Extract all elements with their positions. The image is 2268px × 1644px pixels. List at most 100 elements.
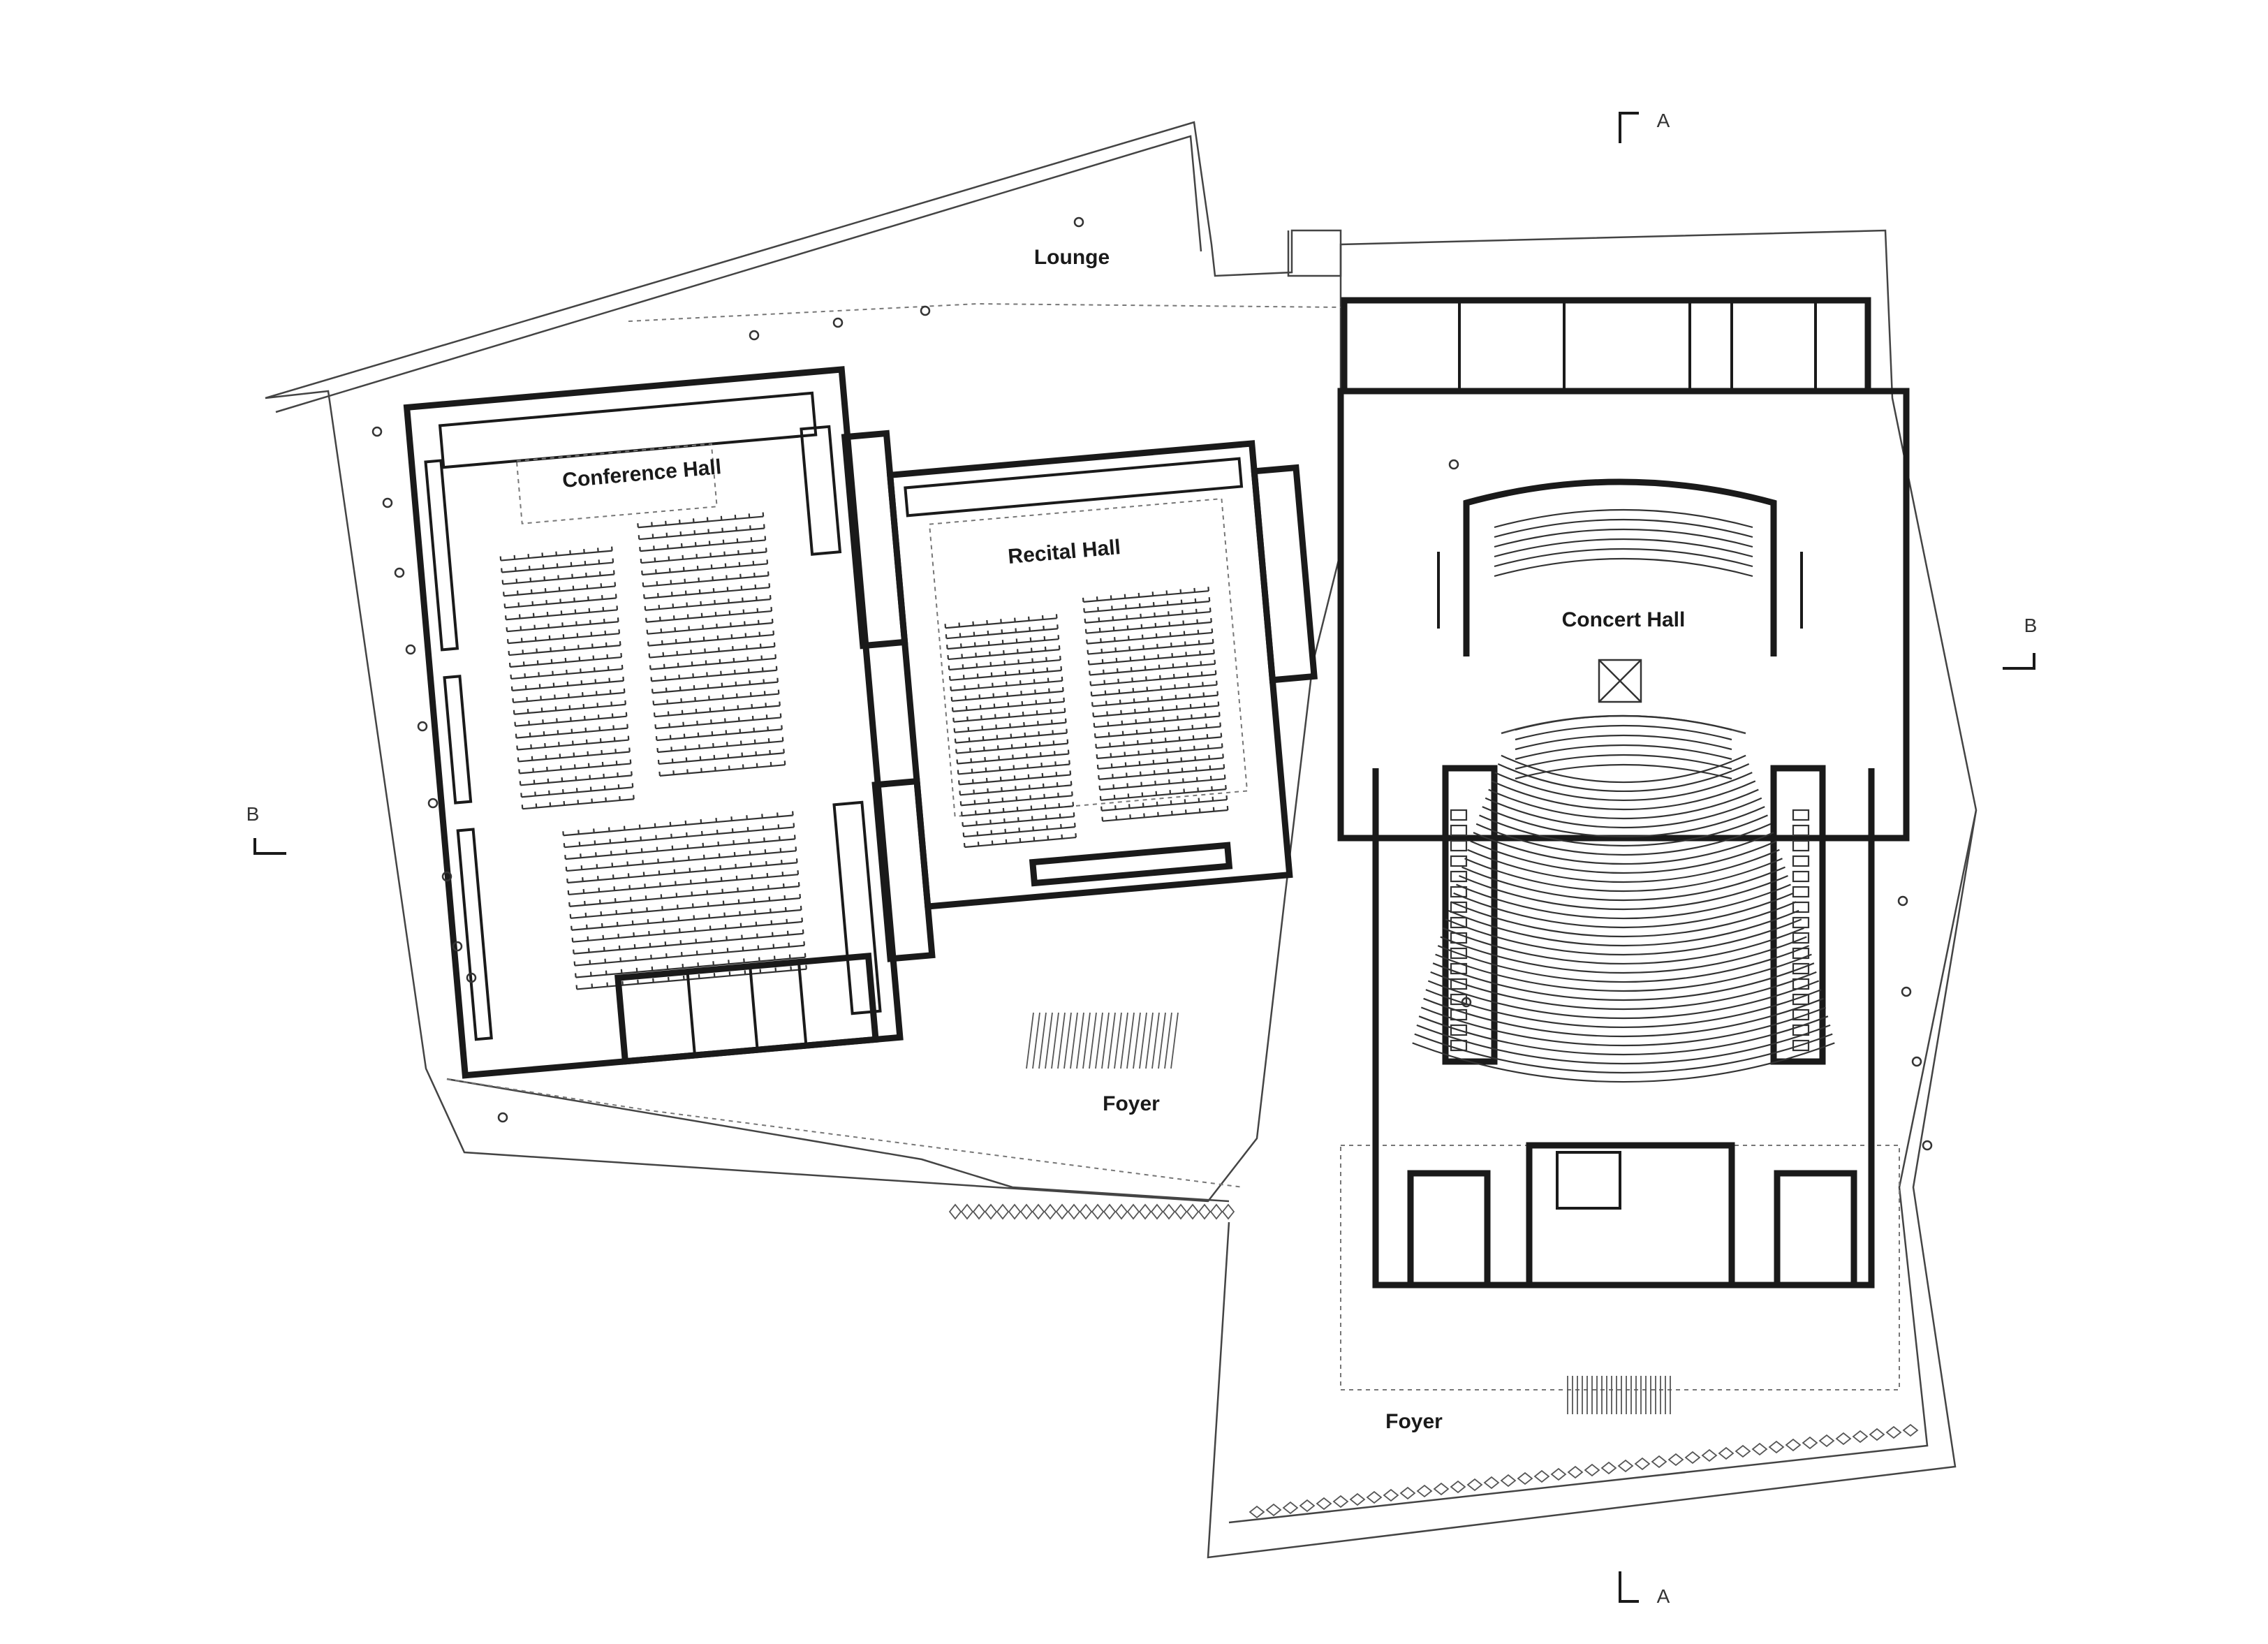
seat-divider <box>548 790 550 795</box>
seat-divider <box>603 618 605 624</box>
seat-divider <box>956 759 959 764</box>
bollard <box>1617 1459 1634 1473</box>
seat-divider <box>978 684 980 689</box>
seat-divider <box>562 831 564 836</box>
seat-divider <box>737 550 739 555</box>
side-box-seat <box>1450 809 1468 821</box>
bollard <box>1008 1203 1022 1220</box>
seat-divider <box>587 936 589 941</box>
seat-divider <box>655 736 658 741</box>
seat-divider <box>559 599 561 603</box>
seat-divider <box>1217 701 1220 706</box>
seat-divider <box>1156 801 1158 806</box>
seat-divider <box>1124 594 1126 599</box>
seat-row <box>1098 768 1225 781</box>
seat-divider <box>1159 675 1161 680</box>
seat-divider <box>661 906 663 911</box>
balcony-seat-arc <box>1494 538 1753 558</box>
stair-tread <box>1032 1012 1040 1069</box>
seat-divider <box>1207 744 1209 749</box>
seat-divider <box>693 915 695 920</box>
column <box>382 497 393 508</box>
seat-divider <box>1030 647 1033 652</box>
west-terrace-outline <box>265 121 1342 1203</box>
seat-divider <box>770 606 773 612</box>
column <box>441 871 452 882</box>
seat-row <box>568 874 799 896</box>
seat-divider <box>610 701 613 706</box>
seat-divider <box>549 802 552 807</box>
seat-divider <box>573 949 575 954</box>
seat-divider <box>1100 638 1102 643</box>
room-label-foyer-east: Foyer <box>1385 1410 1443 1433</box>
seat-divider <box>1223 764 1225 769</box>
seat-divider <box>575 973 577 978</box>
seat-divider <box>1135 719 1137 724</box>
seat-divider <box>977 842 980 846</box>
seat-divider <box>586 584 589 589</box>
seat-divider <box>1211 628 1214 633</box>
bollard <box>1517 1471 1533 1485</box>
seat-divider <box>605 642 608 647</box>
seat-row <box>639 527 765 541</box>
seat-divider <box>1032 668 1035 673</box>
seat-arc <box>1425 989 1822 1029</box>
seat-divider <box>541 552 544 557</box>
seat-divider <box>1004 828 1007 833</box>
seat-divider <box>685 757 688 762</box>
seat-divider <box>1042 783 1045 788</box>
seat-divider <box>627 735 630 740</box>
seat-divider <box>1198 640 1200 645</box>
seat-divider <box>631 909 633 913</box>
seat-divider <box>570 562 573 566</box>
stair-tread <box>1051 1012 1059 1069</box>
seat-divider <box>558 587 561 592</box>
seat-divider <box>658 616 661 622</box>
seat-divider <box>1195 766 1198 771</box>
balcony-seat-arc <box>1494 557 1753 578</box>
seat-divider <box>988 809 991 814</box>
seat-divider <box>680 698 683 703</box>
stair-tread <box>1045 1012 1053 1069</box>
seat-arc <box>1470 840 1777 874</box>
seat-divider <box>524 673 526 678</box>
seat-divider <box>992 693 995 698</box>
seat-divider <box>575 776 577 781</box>
seat-row <box>1094 715 1220 728</box>
seat-divider <box>571 573 573 578</box>
seat-divider <box>613 737 616 742</box>
seat-divider <box>614 749 617 754</box>
seat-divider <box>1206 734 1209 739</box>
seat-divider <box>577 830 580 835</box>
bollard <box>1885 1425 1902 1439</box>
seat-divider <box>670 833 672 838</box>
bollard <box>1533 1469 1550 1483</box>
bollard <box>1466 1478 1483 1492</box>
seat-divider <box>802 929 804 934</box>
seat-divider <box>1033 837 1036 842</box>
seat-divider <box>669 821 672 826</box>
seat-divider <box>1137 750 1140 755</box>
seat-divider <box>665 687 668 692</box>
seat-divider <box>640 836 642 841</box>
seat-divider <box>667 711 670 716</box>
side-box-seat <box>1792 886 1810 898</box>
seat-divider <box>691 891 693 896</box>
choir-seat-arc <box>1515 724 1732 741</box>
seat-divider <box>1118 689 1121 693</box>
seat-divider <box>1174 684 1176 689</box>
seat-divider <box>1216 691 1219 696</box>
seat-divider <box>646 629 649 634</box>
seat-divider <box>664 941 667 946</box>
seat-divider <box>1063 697 1066 702</box>
seat-row <box>1091 684 1217 697</box>
side-box-seat <box>1792 870 1810 883</box>
seat-divider <box>991 840 994 845</box>
seat-divider <box>725 730 728 735</box>
seat-divider <box>604 630 607 636</box>
seat-divider <box>1033 679 1036 684</box>
seat-divider <box>591 983 594 988</box>
seat-divider <box>1207 587 1209 592</box>
seat-row <box>571 909 802 931</box>
seat-divider <box>651 966 654 971</box>
